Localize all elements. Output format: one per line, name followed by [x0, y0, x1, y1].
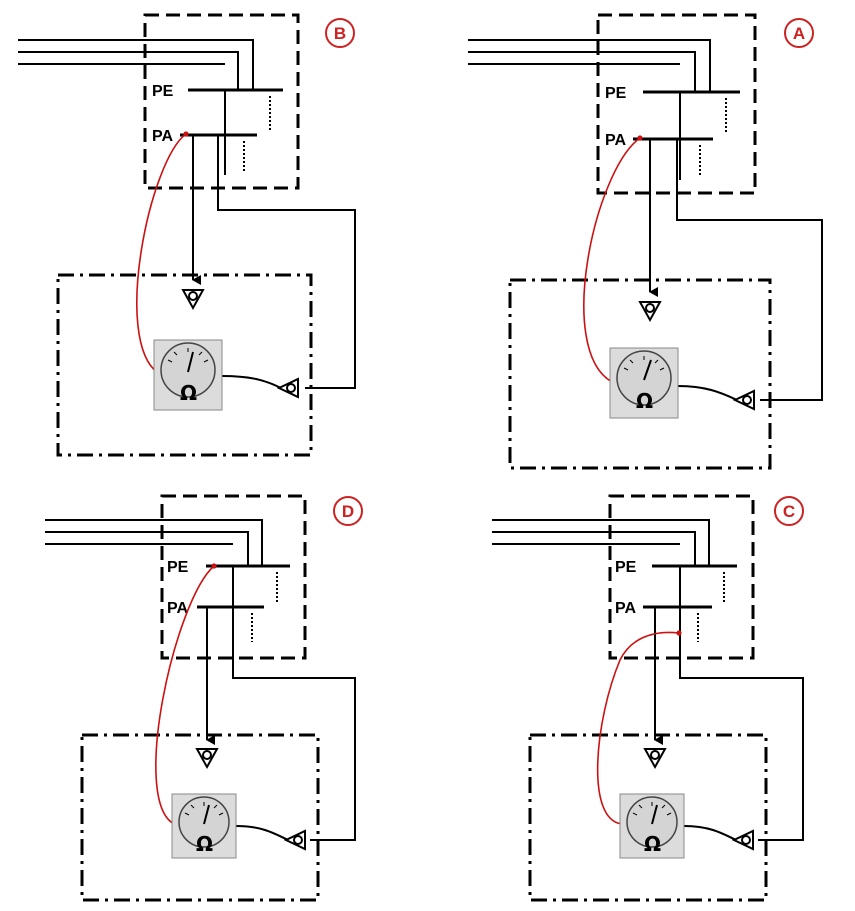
equipment-enclosure: [80, 733, 320, 902]
svg-text:D: D: [342, 502, 354, 521]
terminal-right: [731, 829, 754, 851]
terminal-top: [638, 301, 662, 323]
ohmmeter: Ω: [609, 347, 679, 419]
test-lead: [136, 133, 187, 374]
distribution-box: [596, 13, 757, 195]
svg-text:C: C: [783, 502, 795, 521]
svg-text:B: B: [334, 24, 346, 43]
pa-label: PA: [152, 128, 173, 145]
panel-badge: C: [774, 496, 804, 526]
ohmmeter: Ω: [153, 339, 223, 411]
test-lead: [155, 565, 215, 825]
panel-badge: B: [325, 18, 355, 48]
terminal-right: [283, 829, 306, 851]
ohmmeter: Ω: [171, 793, 237, 859]
test-lead: [596, 631, 680, 825]
panel-badge: D: [333, 496, 363, 526]
pa-label: PA: [615, 600, 636, 617]
panel-d: PE PA Ω D: [45, 494, 363, 902]
pe-label: PE: [152, 83, 174, 100]
distribution-box: [160, 494, 307, 660]
panel-b: PE PA Ω B: [18, 13, 356, 457]
equipment-enclosure: [56, 273, 313, 457]
panel-c: PE PA Ω C: [492, 494, 804, 902]
terminal-top: [643, 748, 667, 770]
ohm-symbol: Ω: [636, 389, 653, 413]
distribution-box: [143, 13, 300, 190]
svg-text:A: A: [793, 24, 805, 43]
terminal-right: [276, 377, 299, 399]
equipment-enclosure: [508, 278, 772, 470]
pe-label: PE: [615, 559, 637, 576]
panel-a: PE PA Ω A: [468, 13, 823, 470]
pa-label: PA: [605, 132, 626, 149]
distribution-box: [608, 494, 755, 660]
test-lead: [583, 137, 641, 383]
terminal-top: [195, 748, 219, 770]
pe-label: PE: [605, 85, 627, 102]
panel-badge: A: [784, 18, 814, 48]
pa-label: PA: [167, 600, 188, 617]
ohmmeter: Ω: [619, 793, 685, 859]
terminal-top: [181, 289, 205, 311]
ohm-symbol: Ω: [180, 381, 197, 405]
ohm-symbol: Ω: [196, 832, 213, 856]
pe-label: PE: [167, 559, 189, 576]
ohm-symbol: Ω: [644, 832, 661, 856]
terminal-right: [732, 389, 755, 411]
equipment-enclosure: [528, 733, 768, 902]
